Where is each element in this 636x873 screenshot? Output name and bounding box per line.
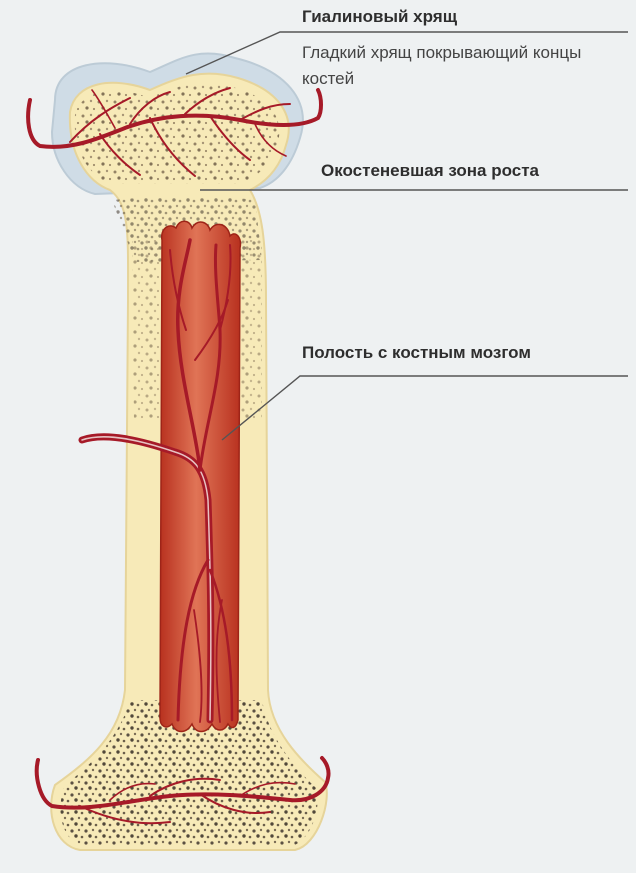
label-hyaline-description: Гладкий хрящ покрывающий концы костей <box>302 40 628 92</box>
leader-line-marrow <box>222 376 628 440</box>
label-hyaline-cartilage: Гиалиновый хрящ <box>302 6 457 28</box>
label-growth-zone: Окостеневшая зона роста <box>321 160 539 182</box>
label-marrow-cavity: Полость с костным мозгом <box>302 342 531 364</box>
